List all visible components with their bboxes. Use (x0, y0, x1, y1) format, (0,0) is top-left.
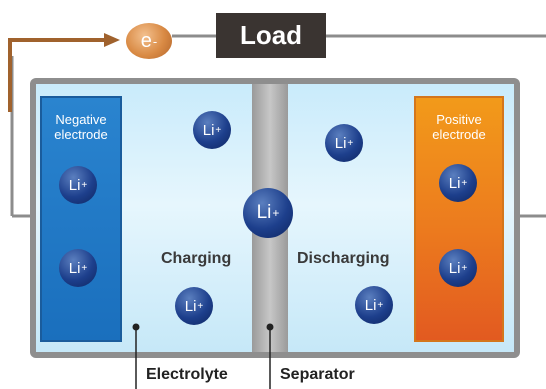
li-ion: Li+ (439, 164, 477, 202)
ion-charge: + (81, 179, 88, 191)
electron-path-arrowhead (104, 33, 120, 47)
positive-electrode-label-line2: electrode (432, 127, 486, 142)
negative-electrode-label-line2: electrode (54, 127, 108, 142)
positive-electrode-label-line1: Positive (436, 112, 482, 127)
ion-charge: + (272, 206, 280, 220)
ion-symbol: Li (448, 174, 461, 192)
ion-symbol: Li (184, 297, 197, 315)
li-ion: Li+ (325, 124, 363, 162)
ion-symbol: Li (448, 259, 461, 277)
li-ion: Li+ (439, 249, 477, 287)
ion-charge: + (377, 299, 384, 311)
li-ion: Li+ (59, 166, 97, 204)
ion-symbol: Li (256, 202, 272, 223)
electrolyte-label: Electrolyte (146, 366, 228, 383)
electron: e- (126, 23, 172, 59)
ion-symbol: Li (202, 121, 215, 139)
discharging-label: Discharging (297, 250, 390, 267)
li-ion-center: Li+ (243, 188, 293, 238)
ion-charge: + (461, 262, 468, 274)
charging-label: Charging (161, 250, 232, 267)
ion-charge: + (461, 177, 468, 189)
ion-symbol: Li (68, 176, 81, 194)
li-ion: Li+ (59, 249, 97, 287)
li-ion: Li+ (355, 286, 393, 324)
ion-charge: + (347, 137, 354, 149)
electron-symbol: e (140, 29, 152, 52)
ion-symbol: Li (364, 296, 377, 314)
positive-electrode-label: Positive electrode (416, 112, 502, 142)
load-box: Load (216, 13, 326, 58)
li-ion: Li+ (193, 111, 231, 149)
negative-electrode: Negative electrode (40, 96, 122, 342)
ion-charge: + (215, 124, 222, 136)
ion-symbol: Li (334, 134, 347, 152)
ion-charge: + (197, 300, 204, 312)
ion-symbol: Li (68, 259, 81, 277)
negative-electrode-label: Negative electrode (42, 112, 120, 142)
ion-charge: + (81, 262, 88, 274)
li-ion: Li+ (175, 287, 213, 325)
load-label: Load (239, 20, 303, 50)
positive-electrode: Positive electrode (414, 96, 504, 342)
negative-electrode-label-line1: Negative (55, 112, 107, 127)
electron-charge: - (152, 33, 158, 49)
electron-path (8, 38, 108, 112)
separator-label: Separator (280, 366, 355, 383)
